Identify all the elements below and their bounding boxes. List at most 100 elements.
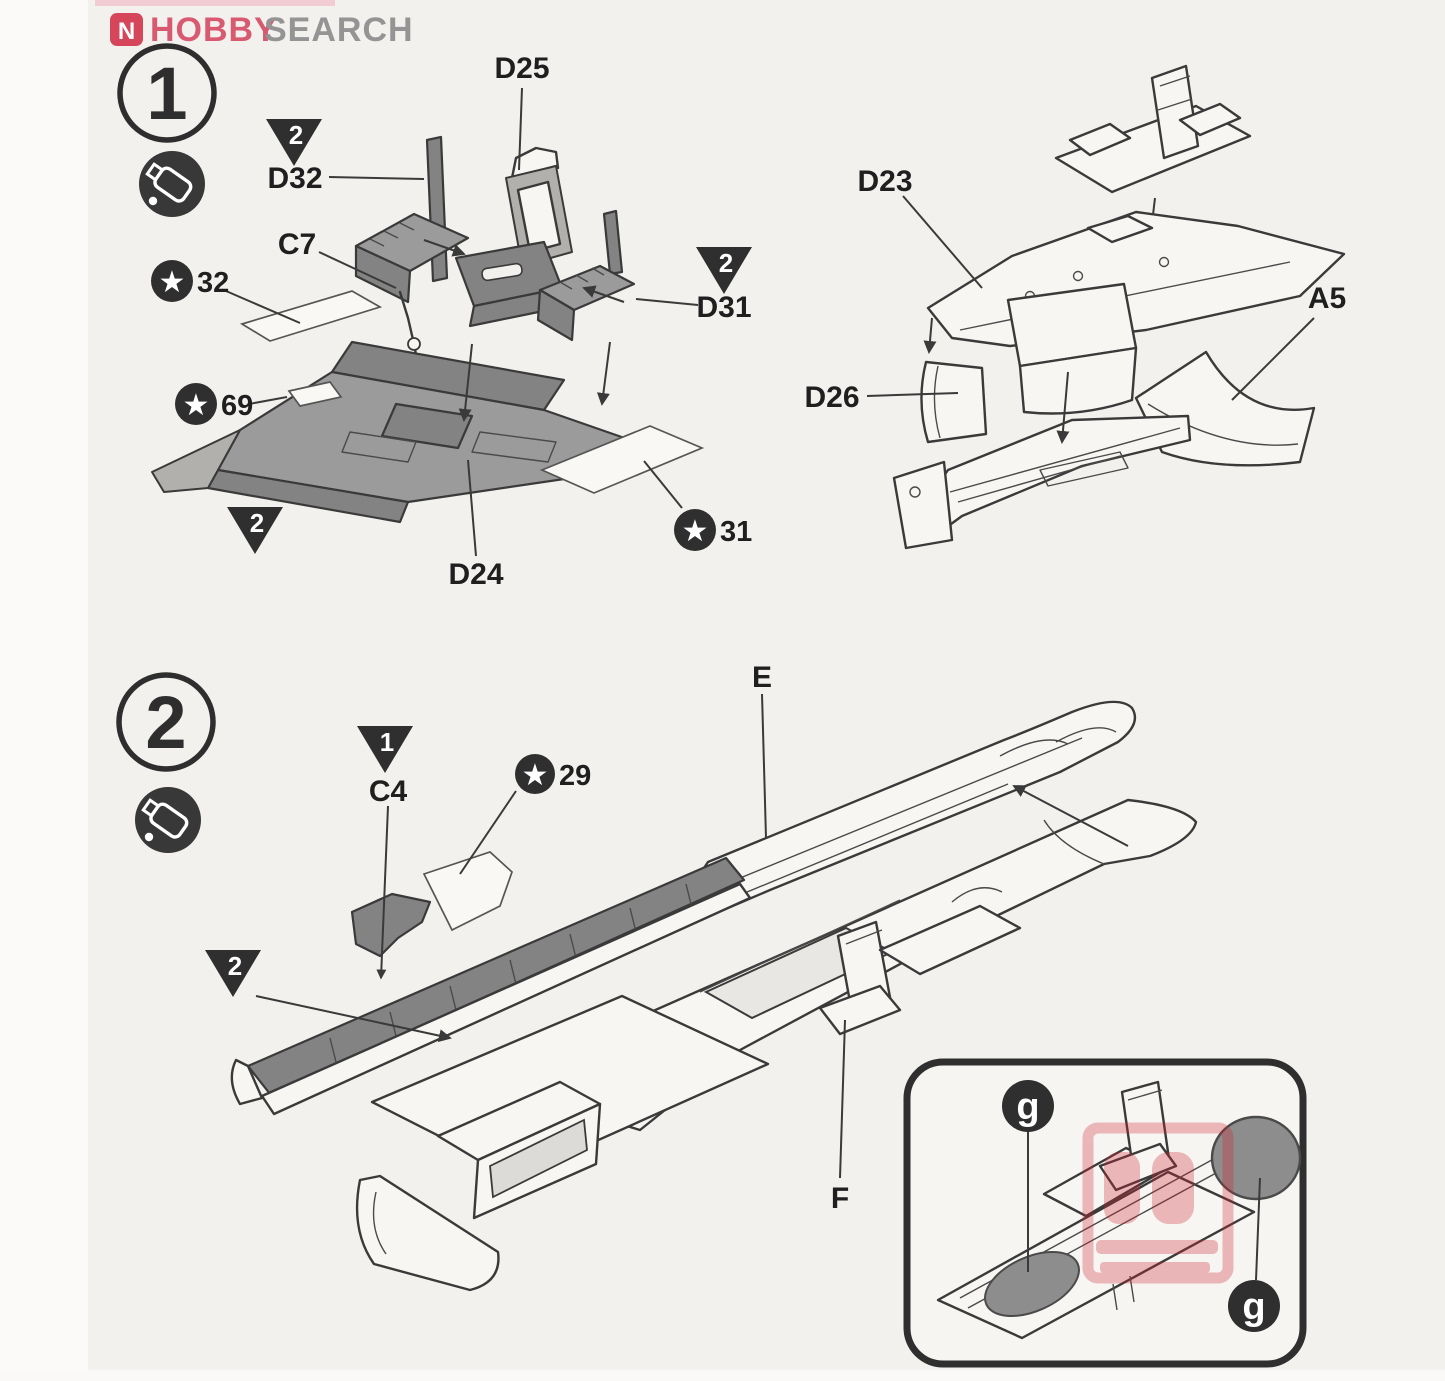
d24-leader (467, 459, 477, 557)
part-tub-seat-detail (1157, 75, 1193, 111)
star32-number: 32 (197, 267, 229, 299)
triangle-d32 (266, 119, 322, 166)
step2-number: 2 (145, 681, 186, 764)
part-tub-console-left (1068, 122, 1132, 157)
inset-ballast-ball (1210, 1115, 1302, 1201)
part-d23-block (1086, 214, 1154, 244)
arrow-console-to-seat (423, 239, 466, 257)
a5-leader (1231, 317, 1315, 401)
triangle-d31-number: 2 (719, 248, 733, 278)
triangle-d32-number: 2 (289, 120, 303, 150)
part-d32-console-detail (369, 222, 415, 247)
scan-bottom-margin (0, 1370, 1445, 1381)
part-tub-console-right (1178, 102, 1242, 137)
step1-header: 1 (117, 43, 217, 219)
triangle-floor-number: 2 (250, 508, 264, 538)
label-e: E (752, 661, 772, 694)
triangle-fuselage-number: 2 (228, 951, 242, 981)
part-d32-console-front (354, 244, 412, 304)
arrow-console-to-floor (596, 341, 611, 406)
d32-leader (328, 176, 425, 180)
part-fuselage-interior-wall (246, 856, 746, 1096)
inset-details (1112, 1089, 1163, 1311)
d23-leader (902, 195, 983, 289)
d26-leader (866, 392, 959, 397)
hobby-search-logo: N HOBBY SEARCH (110, 11, 414, 49)
part-c4-shroud (350, 892, 432, 958)
g-badge-2-label: g (1242, 1286, 1265, 1328)
part-d23-hole (1072, 270, 1084, 282)
part-tub-seatback (1150, 64, 1200, 160)
part-d26-cap (920, 360, 988, 444)
part-a5-panel (1134, 350, 1316, 467)
logo-letter: N (118, 18, 135, 45)
arrow-tri2-to-fuselage (255, 995, 452, 1043)
star29-leader (459, 790, 517, 875)
g-badge-2 (1228, 1280, 1280, 1332)
star31-badge (674, 509, 716, 551)
g-badge-1-label: g (1016, 1086, 1039, 1128)
star32-badge (151, 260, 193, 302)
hobby-search-logo-icon (110, 13, 143, 46)
part-c7-knob (407, 337, 421, 351)
decal-32 (239, 290, 383, 342)
star31-icon: ★ (682, 514, 709, 549)
part-d31-stick (602, 209, 624, 276)
step2-fuselage-assembly (230, 700, 1198, 1292)
f-leader (839, 1019, 846, 1179)
step1-cockpit-assembly (151, 135, 705, 524)
part-f-panel-lines (699, 819, 1105, 993)
arrow-f-to-e-join (1012, 785, 1129, 847)
part-d25-cushion (516, 180, 562, 254)
part-f-headrest-line (845, 929, 883, 945)
c7-leader (318, 251, 397, 289)
g-badge-1 (1002, 1080, 1054, 1132)
logo-text-search: SEARCH (264, 11, 414, 49)
part-wall-flange (260, 882, 752, 1116)
star29-badge (515, 754, 555, 794)
part-lower-pan-tongue (1039, 451, 1129, 487)
label-a5: A5 (1308, 282, 1346, 315)
e-leader (761, 693, 767, 839)
star32-icon: ★ (159, 265, 186, 300)
inset-seatpan (1098, 1142, 1178, 1192)
part-d25-pan-slot (481, 262, 523, 282)
g2-leader (1255, 1177, 1261, 1281)
part-console-front (1018, 346, 1138, 415)
star69-badge (175, 383, 217, 425)
part-f-windshield (951, 887, 1003, 903)
arrow-d23-to-d26 (923, 317, 937, 354)
part-d24-pedestal (380, 402, 474, 450)
star29-number: 29 (559, 760, 591, 792)
star31-number: 31 (720, 516, 752, 548)
part-d31-console-front (536, 288, 576, 342)
part-wall-ribs (329, 883, 693, 1063)
part-lower-pan-cap (892, 460, 954, 550)
part-e-tip-lines (999, 727, 1117, 757)
part-d24-recess-panels (341, 431, 557, 463)
ballast-inset: g g (903, 1058, 1307, 1368)
triangle-c4 (357, 726, 413, 773)
part-f-foredeck (878, 904, 1022, 976)
c4-leader (376, 805, 389, 980)
part-f-nozzle-curve (372, 1191, 387, 1255)
label-c4: C4 (369, 775, 408, 808)
step1-number: 1 (146, 52, 187, 135)
part-lower-pan-hole (909, 486, 921, 498)
arrow-into-pan (1056, 371, 1070, 444)
scan-left-margin (0, 0, 88, 1381)
part-f-nozzle (355, 1174, 500, 1292)
label-d24: D24 (448, 558, 503, 591)
label-c7: C7 (278, 228, 316, 261)
d31-leader (635, 298, 699, 306)
part-f-intake-opening (489, 1118, 588, 1199)
part-lower-pan-lines (949, 427, 1181, 503)
step1-glue-icon (137, 149, 207, 219)
part-d31-console-detail (559, 267, 605, 290)
label-d32: D32 (267, 162, 322, 195)
step2-callouts: E F C4 1 2 ★ 29 (205, 661, 849, 1215)
step2-header: 2 (116, 672, 216, 855)
step1-circle (117, 43, 217, 143)
decal-29 (422, 851, 513, 932)
